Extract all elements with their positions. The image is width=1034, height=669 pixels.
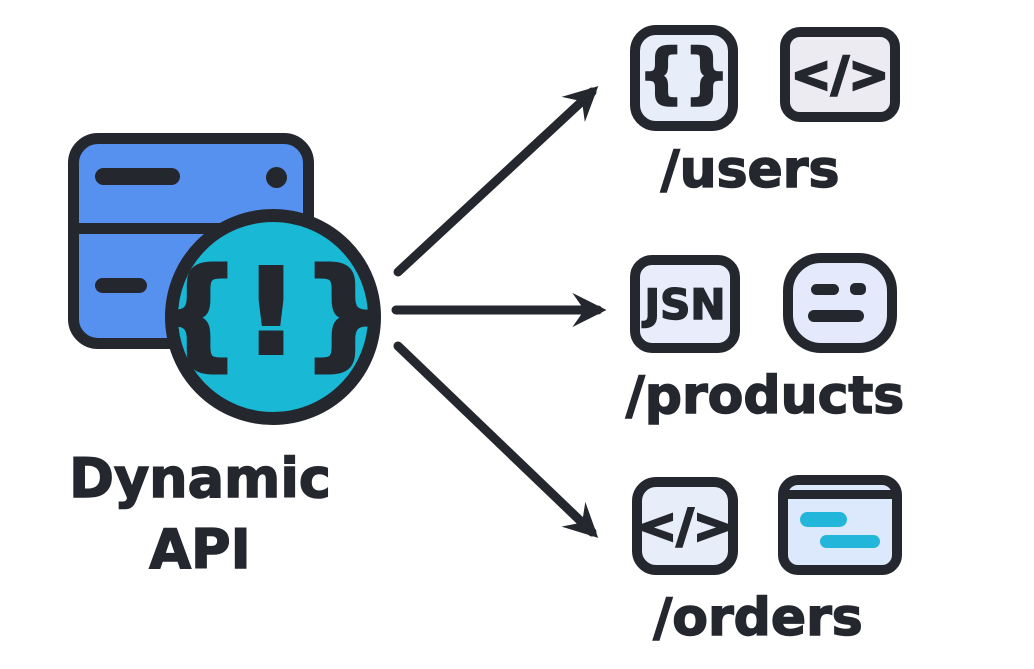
card-header-line [786, 490, 894, 499]
hub-label-line1: Dynamic [68, 446, 331, 511]
code-tag-icon: </> [780, 27, 900, 122]
server-led-dot [266, 167, 287, 188]
card-lines-icon [778, 475, 902, 575]
server-slot-line [95, 168, 180, 185]
server-divider [77, 223, 305, 234]
braces-glyph: {} [637, 36, 731, 113]
card-teal-bar [820, 535, 880, 548]
card-teal-bar [800, 512, 847, 527]
face-line-short [811, 284, 839, 295]
server-slot-line [95, 278, 147, 293]
arrow-to-users [393, 86, 599, 277]
jsn-glyph: JSN [644, 279, 727, 330]
face-dot [850, 283, 866, 295]
face-line-long [808, 310, 864, 322]
endpoint-label-orders: /orders [653, 587, 864, 649]
code-glyph: </> [790, 45, 890, 104]
endpoint-label-products: /products [625, 365, 905, 427]
braces-exclamation-glyph: {!} [154, 243, 390, 381]
code-tag-icon: </> [632, 477, 738, 575]
arrow-to-orders [393, 341, 599, 538]
hub-label: Dynamic API [40, 443, 360, 586]
endpoint-label-users: /users [660, 139, 840, 201]
code-glyph: </> [637, 498, 733, 555]
hub-label-line2: API [149, 518, 252, 583]
braces-icon: {} [630, 25, 738, 131]
face-lines-icon [783, 253, 897, 353]
jsn-badge-icon: JSN [630, 255, 740, 353]
api-hub-icon: {!} [154, 209, 388, 425]
